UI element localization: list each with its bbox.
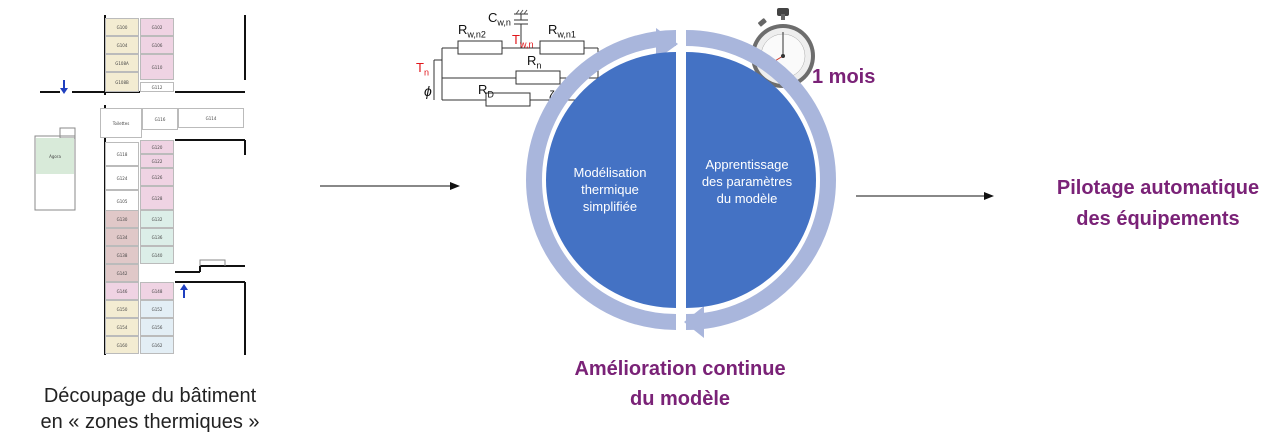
- label-t-n-main: T: [416, 60, 424, 75]
- cycle-arc-right: [685, 30, 836, 330]
- room: G126: [140, 168, 174, 186]
- room: G112: [140, 82, 174, 92]
- room: G136: [140, 228, 174, 246]
- room: G160: [105, 336, 139, 354]
- label-rw-n1: Rw,n1: [548, 22, 576, 40]
- arrow-plan-to-cycle: [320, 182, 460, 190]
- room: G146: [105, 282, 139, 300]
- label-r-n-sub: n: [536, 60, 542, 71]
- label-r-d-main: R: [478, 82, 488, 97]
- room: G106: [140, 36, 174, 54]
- room: G116: [142, 108, 178, 130]
- label-t-n: Tn: [416, 60, 429, 78]
- cycle-half-right: [686, 52, 816, 308]
- label-t-n-sub: n: [423, 67, 429, 78]
- floor-plan-caption-line1: Découpage du bâtiment: [43, 385, 257, 407]
- improvement-cycle: [526, 28, 836, 338]
- room: G140: [140, 246, 174, 264]
- room: G154: [105, 318, 139, 336]
- cycle-arc-left: [526, 30, 677, 330]
- room: G156: [140, 318, 174, 336]
- label-r-n: Rn: [527, 53, 541, 71]
- label-rw-n2-sub: w,n2: [467, 29, 486, 40]
- label-phi: ϕ: [424, 83, 432, 99]
- room: G128: [140, 186, 174, 210]
- arrow-cycle-to-output: [856, 192, 994, 200]
- label-t-wn-sub: w,n: [519, 39, 534, 50]
- room: G162: [140, 336, 174, 354]
- cycle-arrowhead-top: [656, 28, 678, 60]
- room: G110: [140, 54, 174, 80]
- output-label: Pilotage automatique des équipements: [1030, 173, 1286, 235]
- room: G102: [140, 18, 174, 36]
- label-r-d: RD: [478, 82, 494, 100]
- label-c-wn-sub: w,n: [497, 17, 511, 28]
- floor-plan-caption-line2: en « zones thermiques »: [40, 411, 260, 433]
- room: G120: [140, 140, 174, 154]
- label-c-wn-main: C: [488, 10, 498, 25]
- room: G108B: [105, 72, 139, 92]
- output-line1: Pilotage automatique: [1056, 177, 1260, 199]
- floor-plan-caption: Découpage du bâtiment en « zones thermiq…: [0, 383, 300, 435]
- room: G142: [105, 264, 139, 282]
- room: G130: [105, 210, 139, 228]
- cycle-caption: Amélioration continue du modèle: [530, 354, 830, 414]
- room: G122: [140, 154, 174, 168]
- label-rw-n1-sub: w,n1: [557, 29, 576, 40]
- room: Toilettes: [100, 108, 142, 138]
- room: G108A: [105, 54, 139, 72]
- room: G138: [105, 246, 139, 264]
- label-rw-n2-main: R: [458, 22, 468, 37]
- room: G100: [105, 18, 139, 36]
- cycle-caption-line1: Amélioration continue: [574, 358, 786, 380]
- label-r-d-sub: D: [487, 89, 494, 100]
- output-line2: des équipements: [1076, 208, 1240, 230]
- room: G114: [178, 108, 244, 128]
- label-rw-n2: Rw,n2: [458, 22, 486, 40]
- room: G118: [105, 142, 139, 166]
- room: G105: [105, 190, 139, 212]
- room: G124: [105, 166, 139, 190]
- label-rw-n1-main: R: [548, 22, 558, 37]
- label-t-wn-main: T: [512, 32, 520, 47]
- room: G152: [140, 300, 174, 318]
- cycle-caption-line2: du modèle: [629, 388, 730, 410]
- room-agora: Agora: [36, 138, 74, 174]
- cycle-right-text: Apprentissage des paramètres du modèle: [701, 157, 793, 206]
- label-c-wn: Cw,n: [488, 10, 511, 28]
- room: G150: [105, 300, 139, 318]
- label-t-wn: Tw,n: [512, 32, 533, 50]
- room: G132: [140, 210, 174, 228]
- label-zeta: ζ: [549, 88, 555, 103]
- room: G104: [105, 36, 139, 54]
- label-r-n-main: R: [527, 53, 537, 68]
- cycle-left-text: Modélisation thermique simplifiée: [573, 165, 647, 214]
- room: G148: [140, 282, 174, 300]
- duration-label: 1 mois: [812, 66, 876, 88]
- cycle-arrowhead-bottom: [684, 306, 704, 338]
- room: G134: [105, 228, 139, 246]
- cycle-half-left: [546, 52, 676, 308]
